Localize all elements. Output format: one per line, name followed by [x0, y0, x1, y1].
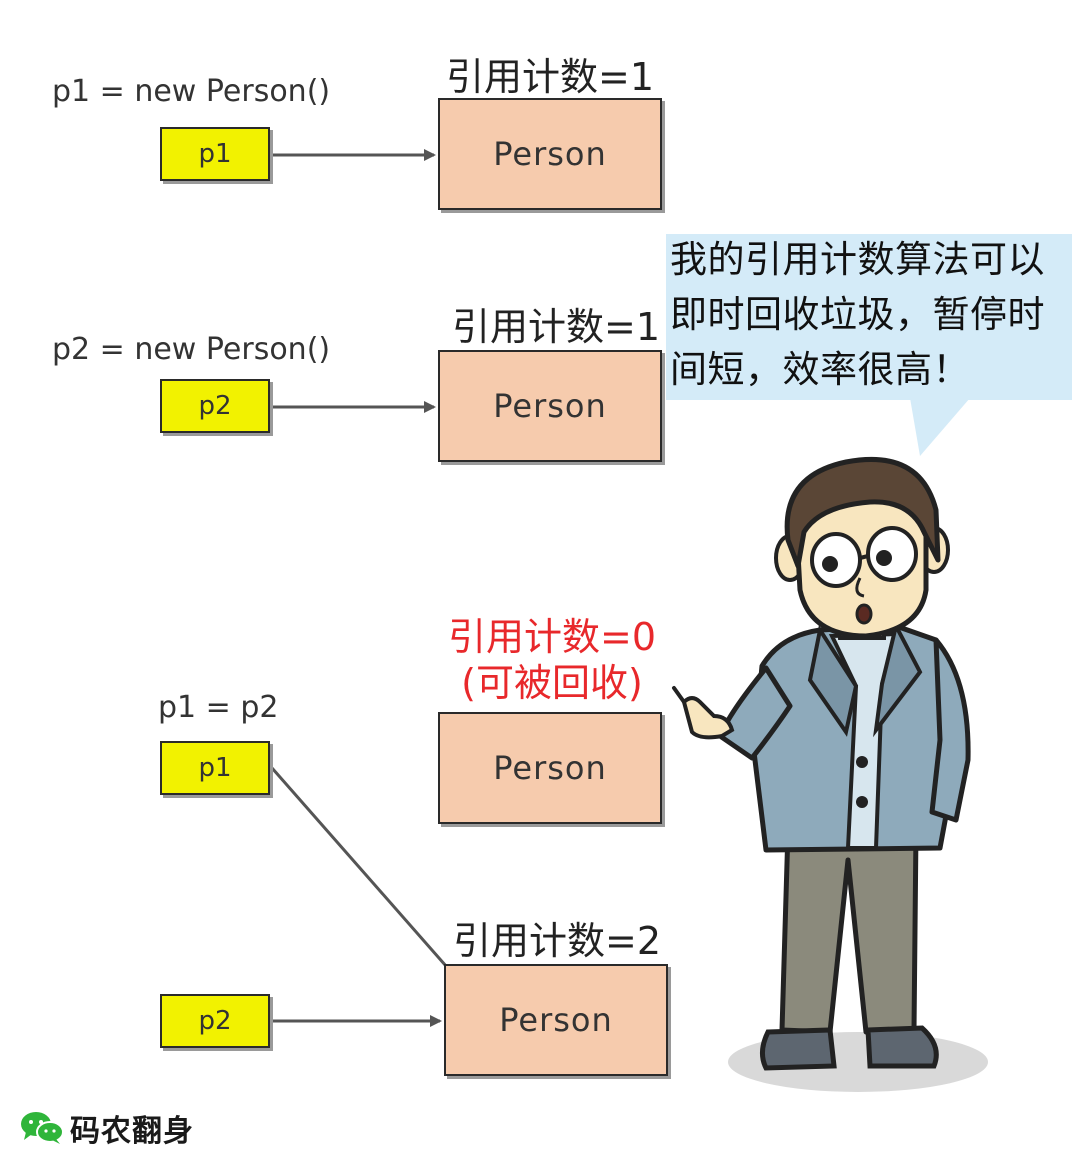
person-object-box-unreferenced: Person [438, 712, 662, 824]
speech-line-1: 我的引用计数算法可以 [670, 238, 1045, 281]
speech-line-2: 即时回收垃圾，暂停时 [670, 293, 1045, 336]
arrow-p1-to-shared-person [270, 767, 448, 967]
speech-bubble-text: 我的引用计数算法可以 即时回收垃圾，暂停时 间短，效率很高！ [670, 232, 1072, 397]
speech-bubble [666, 234, 1072, 400]
code-p2-new-person: p2 = new Person() [52, 332, 331, 367]
person-object-box: Person [438, 98, 662, 210]
reference-box-p1: p1 [160, 741, 270, 795]
reference-box-p1: p1 [160, 127, 270, 181]
reference-count-two-label: 引用计数=2 [452, 919, 662, 963]
reference-count-label: 引用计数=1 [451, 305, 661, 349]
watermark: 码农翻身 [20, 1106, 194, 1150]
person-object-box: Person [438, 350, 662, 462]
collectible-text: (可被回收) [461, 661, 643, 705]
code-p1-equals-p2: p1 = p2 [158, 690, 279, 725]
person-object-box-shared: Person [444, 964, 668, 1076]
cartoon-programmer-illustration [672, 456, 988, 1092]
reference-count-zero-label: 引用计数=0 (可被回收) [440, 614, 664, 706]
speech-line-3: 间短，效率很高！ [670, 348, 970, 391]
speech-bubble-tail [910, 398, 970, 456]
watermark-label: 码农翻身 [70, 1114, 194, 1149]
reference-count-label: 引用计数=1 [445, 55, 655, 99]
wechat-icon [21, 1112, 64, 1144]
code-p1-new-person: p1 = new Person() [52, 74, 331, 109]
reference-box-p2: p2 [160, 994, 270, 1048]
reference-box-p2: p2 [160, 379, 270, 433]
count-zero-text: 引用计数=0 [447, 615, 657, 659]
